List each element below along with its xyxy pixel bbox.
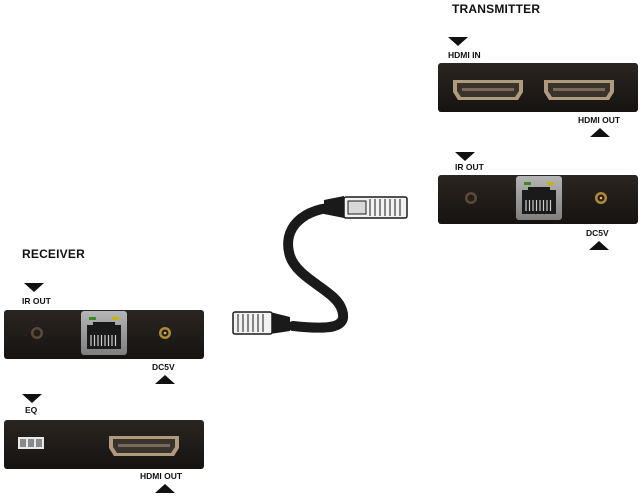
label-receiver-hdmi-out: HDMI OUT	[140, 471, 183, 481]
hdmi-port-icon	[453, 80, 523, 100]
label-hdmi-in: HDMI IN	[448, 50, 481, 60]
label-transmitter-ir-out: IR OUT	[455, 162, 484, 172]
label-receiver-dc5v: DC5V	[152, 362, 175, 372]
arrow-down-icon	[22, 394, 42, 403]
label-eq: EQ	[25, 405, 38, 415]
transmitter-hdmi-panel	[438, 63, 638, 112]
arrow-down-icon	[24, 283, 44, 292]
arrow-down-icon	[455, 152, 475, 161]
ir-jack-icon	[31, 327, 43, 339]
rj45-port-icon	[516, 176, 562, 220]
dip-switch-icon	[18, 437, 44, 449]
receiver-title: RECEIVER	[22, 247, 85, 261]
arrow-up-icon	[590, 128, 610, 137]
transmitter-rj45-panel	[438, 175, 638, 224]
dc-jack-icon	[595, 192, 607, 204]
hdmi-port-icon	[544, 80, 614, 100]
arrow-up-icon	[155, 484, 175, 493]
label-transmitter-hdmi-out: HDMI OUT	[578, 115, 621, 125]
label-transmitter-dc5v: DC5V	[586, 228, 609, 238]
hdmi-port-icon	[109, 436, 179, 456]
receiver-hdmi-panel	[4, 420, 204, 469]
rj45-port-icon	[81, 311, 127, 355]
arrow-up-icon	[589, 241, 609, 250]
ir-jack-icon	[465, 192, 477, 204]
receiver-rj45-panel	[4, 310, 204, 359]
arrow-down-icon	[448, 37, 468, 46]
ethernet-cable-icon	[232, 196, 408, 335]
arrow-up-icon	[155, 375, 175, 384]
dc-jack-icon	[159, 327, 171, 339]
label-receiver-ir-out: IR OUT	[22, 296, 51, 306]
transmitter-title: TRANSMITTER	[452, 2, 541, 16]
